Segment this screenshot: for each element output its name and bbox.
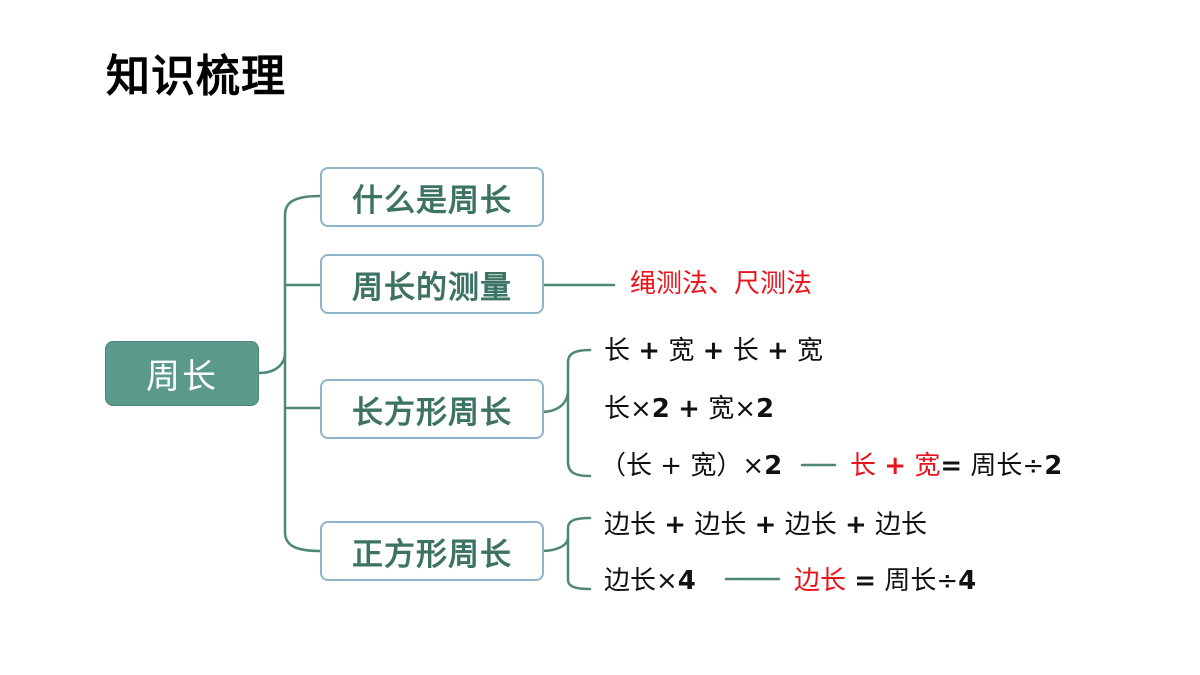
trunk-lower-connector [283, 350, 322, 553]
page-title: 知识梳理 [106, 51, 286, 102]
node-perimeter-measurement: 周长的测量 [320, 254, 544, 314]
node-what-is-perimeter: 什么是周长 [320, 167, 544, 227]
square-side-formula: 边长 = 周长÷4 [794, 566, 977, 596]
root-node-perimeter: 周长 [105, 341, 259, 406]
rect-bracket [539, 348, 592, 478]
node-square-perimeter: 正方形周长 [320, 521, 544, 581]
rect-half-perimeter-formula: 长 + 宽= 周长÷2 [850, 451, 1063, 481]
node-rectangle-perimeter: 长方形周长 [320, 379, 544, 439]
rect-formula-2: 长×2 + 宽×2 [604, 394, 775, 424]
square-bracket [539, 516, 592, 591]
trunk-connector [257, 194, 322, 375]
rect-formula-3: （长 + 宽）×2 [600, 451, 783, 481]
measure-methods-text: 绳测法、尺测法 [630, 269, 813, 299]
square-formula-1: 边长 + 边长 + 边长 + 边长 [604, 510, 928, 540]
rect-formula-1: 长 + 宽 + 长 + 宽 [604, 336, 824, 366]
square-formula-2: 边长×4 [604, 566, 696, 596]
